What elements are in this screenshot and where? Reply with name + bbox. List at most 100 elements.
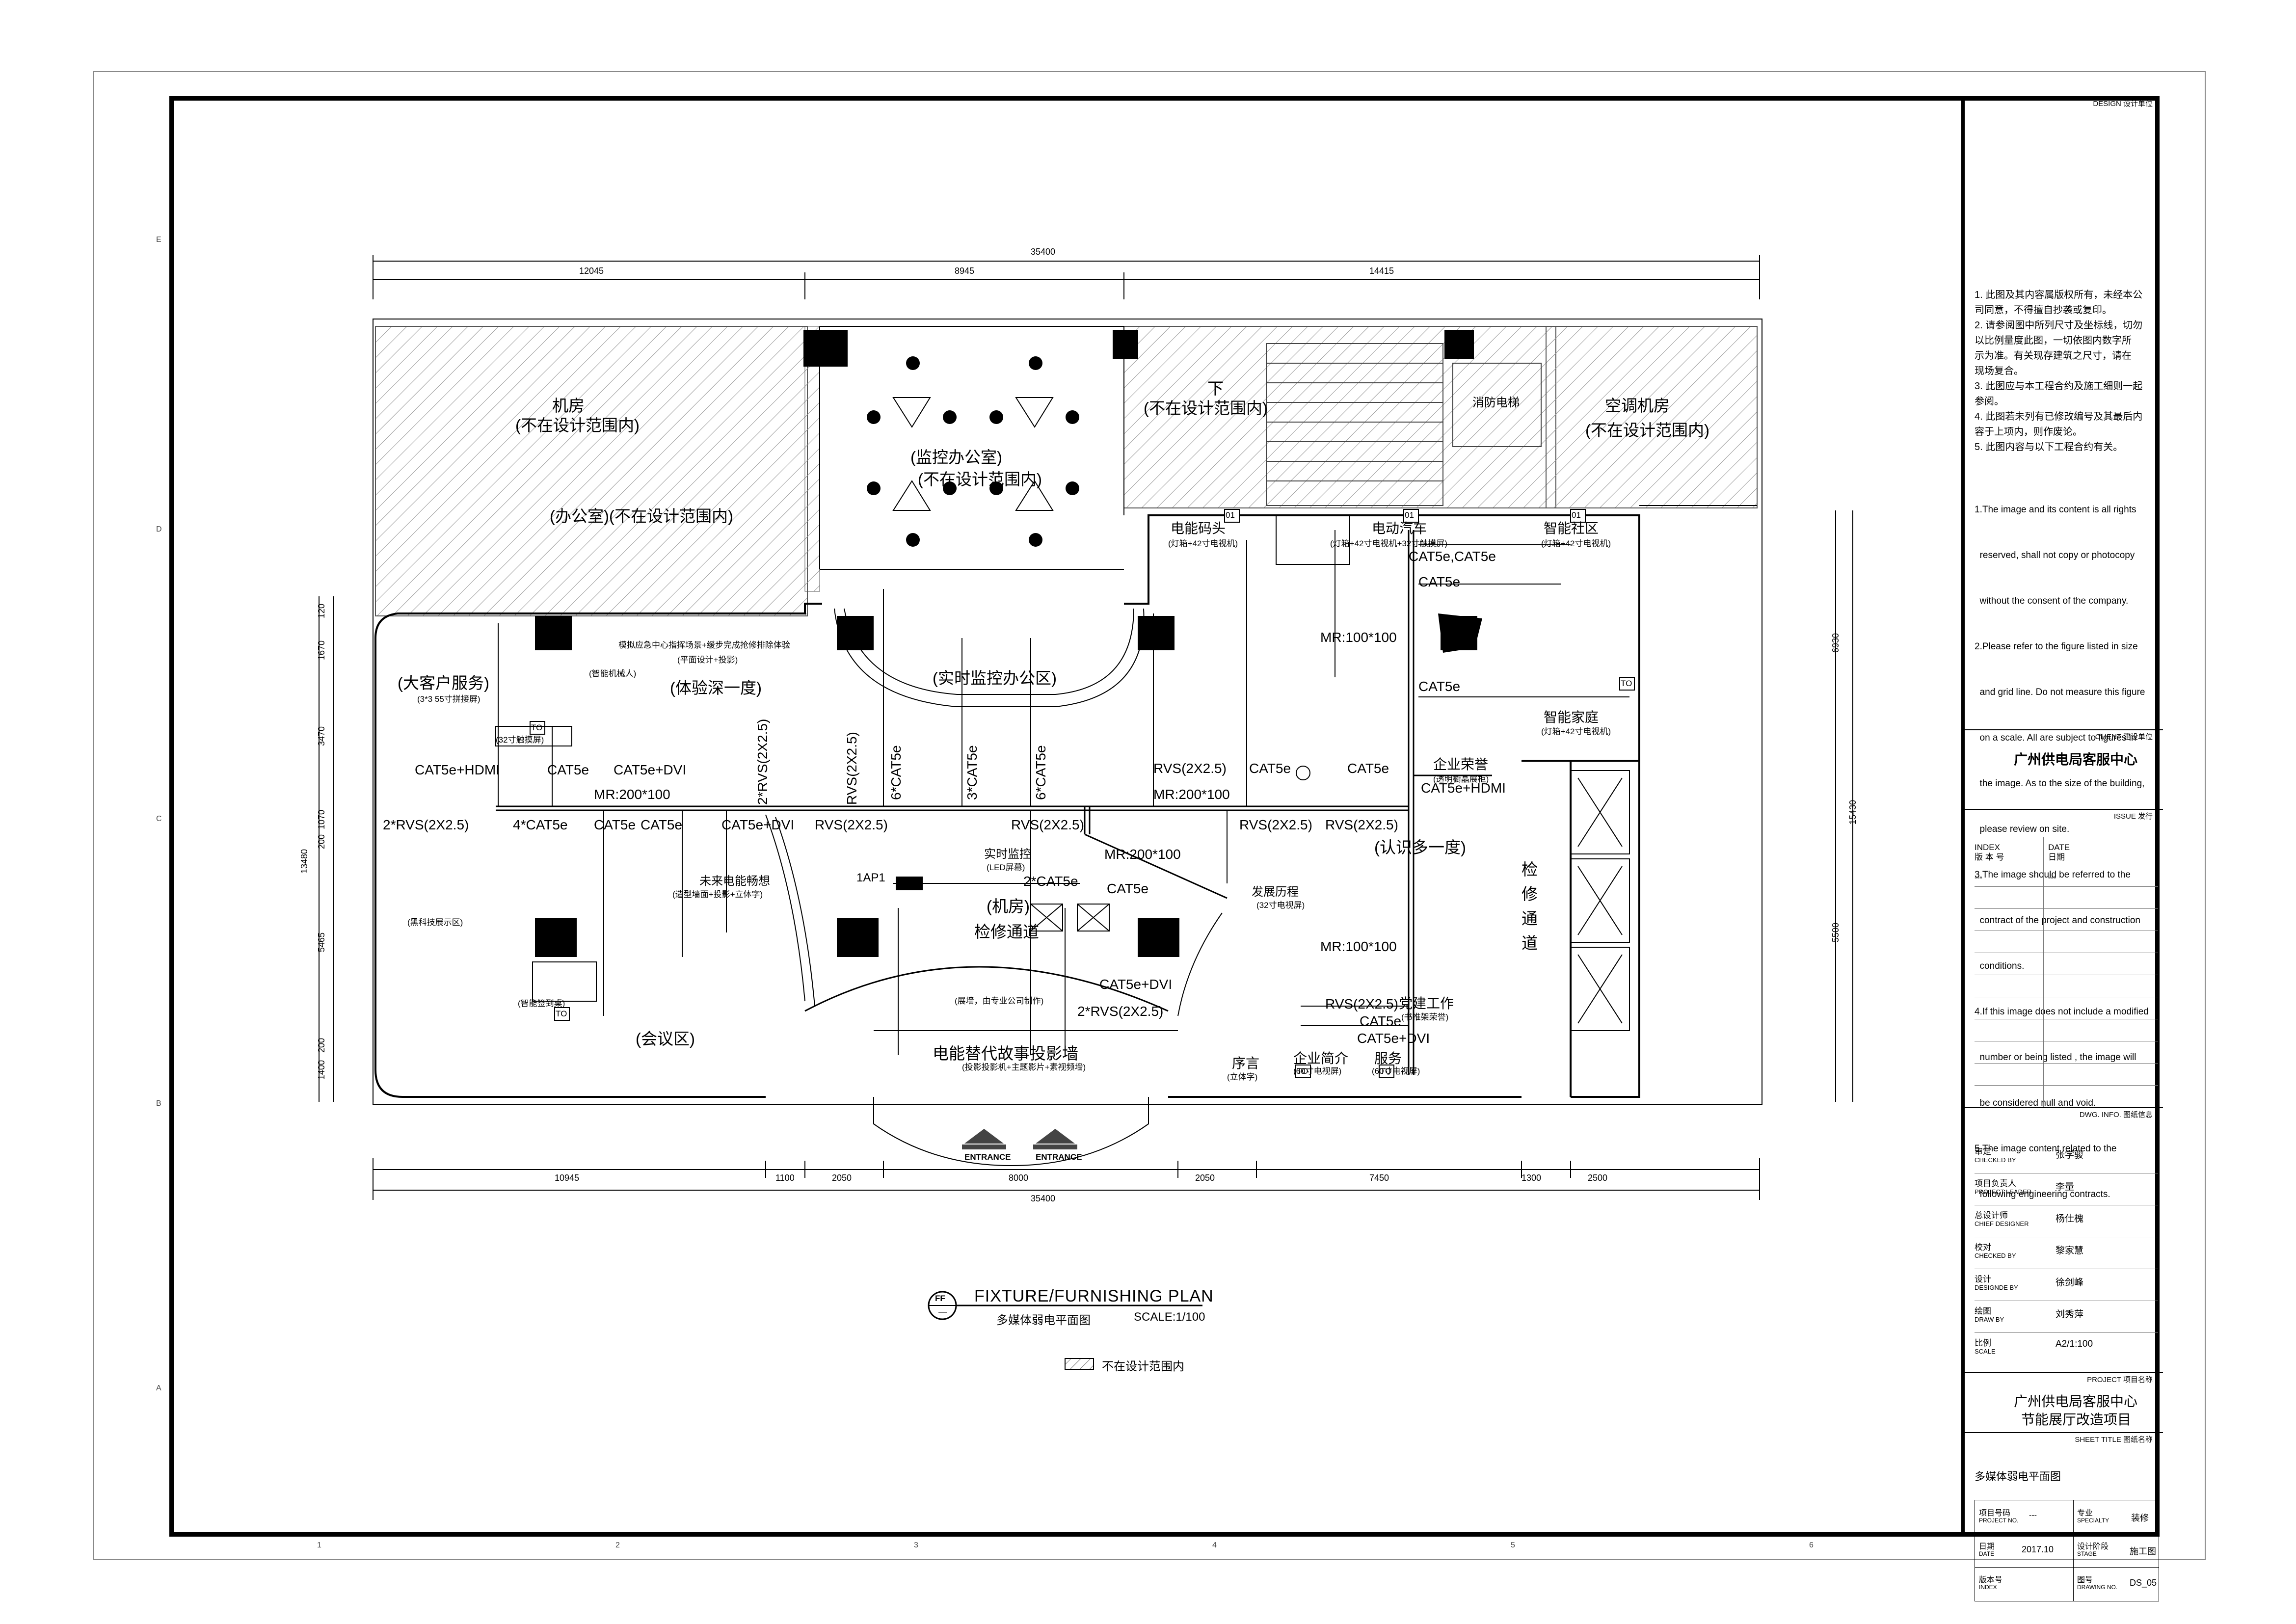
cable-label-cat5e-8: CAT5e [1107, 881, 1149, 896]
grid-number-2: 2 [615, 1541, 620, 1549]
specialty: 装修 [2131, 1513, 2149, 1523]
label-mr-4: MR:100*100 [1320, 630, 1397, 645]
info-grid: 项目号码 PROJECT NO. --- 专业 SPECIALTY 装修 日期 … [1975, 1500, 2159, 1601]
zone-meeting: (会议区) [636, 1030, 695, 1048]
dim-left-3: 3470 [317, 726, 326, 746]
plan-scale: SCALE:1/100 [1134, 1310, 1205, 1324]
index2-cn: 版本号 [1979, 1576, 2003, 1584]
cable-label-cat2: 2*CAT5e [1023, 874, 1078, 889]
label-future: 未来电能畅想 [699, 875, 770, 888]
staff-name: 黎家慧 [2056, 1246, 2084, 1256]
title-block: DESIGN 设计单位 1. 此图及其内容属版权所有，未经本公 司同意，不得擅自… [1961, 96, 2163, 1601]
room-machine-scope: (不在设计范围内) [515, 416, 640, 434]
grid-number-6: 6 [1809, 1541, 1814, 1549]
index-cn: 版 本 号 [1975, 852, 2004, 862]
label-realtime: 实时监控 [984, 848, 1031, 861]
date-value: --- [2048, 874, 2056, 882]
grid-letter-c: C [156, 815, 162, 823]
stage-cn: 设计阶段 [2077, 1543, 2109, 1551]
outlet-01-2: 01 [1405, 510, 1414, 520]
date2-cn: 日期 [1979, 1543, 1995, 1551]
label-honor-sub: (透明橱晶展柜) [1433, 774, 1489, 784]
legend-text: 不在设计范围内 [1102, 1360, 1184, 1373]
staff-role-en: CHECKED BY [1975, 1156, 2016, 1164]
dim-left-6: 5465 [317, 932, 326, 952]
staff-row: 总设计师 CHIEF DESIGNER 杨仕槐 [1975, 1205, 2158, 1237]
label-power-code-sub: (灯箱+42寸电视机) [1168, 539, 1238, 548]
project-no-en: PROJECT NO. [1979, 1517, 2019, 1524]
label-intro: 企业简介 [1293, 1051, 1349, 1066]
staff-role-cn: 审定 [1975, 1147, 1991, 1156]
cable-label-cat5e-hdmi-1: CAT5e+HDMI [415, 762, 500, 777]
grid-number-3: 3 [914, 1541, 918, 1549]
label-story-wall: 电能替代故事投影墙 [933, 1044, 1078, 1063]
label-smart-community: 智能社区 [1544, 521, 1599, 536]
note-en-line: be considered null and void. [1975, 1098, 2096, 1108]
room-monitor-scope: (不在设计范围内) [918, 470, 1042, 488]
cable-label-rvs-vertical: RVS(2X2.5) [844, 732, 859, 805]
date-cn: 日期 [2048, 852, 2065, 862]
drawing-no-en: DRAWING NO. [2077, 1584, 2118, 1591]
note-en-line: and grid line. Do not measure this figur… [1975, 687, 2145, 697]
cable-label-cat6-vertical-1: 6*CAT5e [888, 745, 904, 800]
dim-bottom-2: 1100 [775, 1173, 795, 1183]
dim-left-4: 1070 [317, 809, 326, 829]
corridor-char-3: 通 [1522, 909, 1538, 928]
staff-role-cn: 项目负责人 [1975, 1179, 2016, 1188]
cable-label-cat5e-dvi-1: CAT5e+DVI [614, 762, 687, 777]
zone-big-customer: (大客户服务) [398, 674, 489, 692]
staff-role-en: CHECKED BY [1975, 1252, 2016, 1259]
zone-realtime-office: (实时监控办公区) [933, 669, 1057, 687]
corridor-char-2: 修 [1522, 885, 1538, 903]
room-fire-elevator: 消防电梯 [1472, 396, 1520, 409]
label-smart-sign: (智能签到桌) [518, 999, 565, 1008]
project-label: PROJECT 项目名称 [2087, 1376, 2153, 1384]
staff-role-cn: 校对 [1975, 1243, 1991, 1252]
note-en-line: on a scale. All are subject to figures i… [1975, 733, 2136, 743]
note-en-line: contract of the project and construction [1975, 915, 2140, 926]
dim-right-total: 15430 [1848, 799, 1858, 825]
drawing-frame [169, 96, 2160, 1537]
drawing-no: DS_05 [2130, 1578, 2157, 1588]
cable-label-rvs-2: RVS(2X2.5) [1011, 817, 1084, 832]
staff-name: 张学骏 [2056, 1150, 2084, 1160]
dim-left-2: 1670 [317, 640, 326, 660]
staff-role-en: DRAW BY [1975, 1316, 2004, 1323]
note-en-line: 3.The image should be referred to the [1975, 870, 2131, 880]
label-party: 党建工作 [1399, 996, 1454, 1011]
cable-label-cat5e-3: CAT5e [641, 817, 683, 832]
label-history-sub: (32寸电视屏) [1256, 901, 1305, 910]
dim-top-2: 8945 [955, 266, 975, 276]
specialty-cn: 专业 [2077, 1509, 2093, 1518]
outlet-to-5: TO [1380, 1066, 1392, 1076]
label-power-code: 电能码头 [1171, 521, 1226, 536]
label-robot: (智能机械人) [589, 669, 637, 678]
grid-number-4: 4 [1212, 1541, 1217, 1549]
label-realtime-sub: (LED屏幕) [987, 863, 1025, 872]
dwg-info-label: DWG. INFO. 图纸信息 [2079, 1111, 2153, 1119]
dim-bottom-1: 10945 [555, 1173, 580, 1183]
dim-left-8: 1400 [317, 1060, 326, 1080]
room-office: (办公室)(不在设计范围内) [550, 507, 733, 525]
note-cn-line: 2. 请参阅图中所列尺寸及坐标线，切勿 [1975, 320, 2143, 331]
note-cn-line: 1. 此图及其内容属版权所有，未经本公 [1975, 290, 2143, 300]
note-en-line: without the consent of the company. [1975, 596, 2129, 606]
label-smart-home: 智能家庭 [1544, 710, 1599, 725]
room-down: 下 [1207, 379, 1224, 398]
dim-bottom-3: 2050 [832, 1173, 852, 1183]
index-label: INDEX [1975, 843, 2000, 852]
staff-name: A2/1:100 [2056, 1339, 2093, 1349]
label-screen-note: (展墙，由专业公司制作) [955, 996, 1044, 1006]
label-emergency: 模拟应急中心指挥场景+缓步完成抢修排除体验 [618, 640, 790, 650]
note-en-line: reserved, shall not copy or photocopy [1975, 550, 2135, 560]
zone-machine-room: (机房) [987, 897, 1030, 915]
label-mr-5: MR:100*100 [1320, 939, 1397, 954]
index2-en: INDEX [1979, 1584, 1997, 1591]
dim-top-1: 12045 [579, 266, 604, 276]
label-mr-3: MR:200*100 [1153, 787, 1230, 802]
zone-recognize: (认识多一度) [1374, 838, 1466, 856]
staff-row: 校对 CHECKED BY 黎家慧 [1975, 1237, 2158, 1269]
staff-role-en: SCALE [1975, 1348, 1996, 1355]
dim-top-3: 14415 [1369, 266, 1394, 276]
entrance-label-1: ENTRANCE [964, 1152, 1011, 1162]
